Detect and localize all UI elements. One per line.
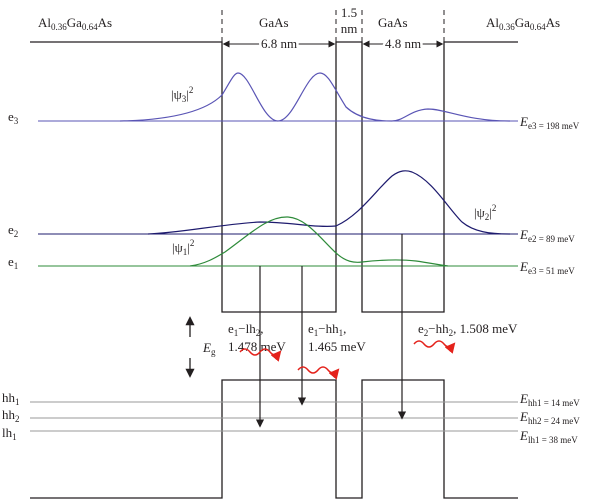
well-left-width: 6.8 nm xyxy=(261,36,297,51)
eg-label: Eg xyxy=(202,340,216,357)
psi3-label: |ψ3|2 xyxy=(171,85,193,104)
psi2-label: |ψ2|2 xyxy=(474,203,496,222)
hh1-name: hh1 xyxy=(2,390,20,407)
psi1-curve xyxy=(189,216,449,267)
hh1-energy: Ehh1 = 14 meV xyxy=(519,391,580,408)
barrier-width-unit: nm xyxy=(341,21,358,36)
e2-name: e2 xyxy=(8,222,18,239)
transition-3-label: e2−hh2, 1.508 meV xyxy=(418,321,518,338)
lh1-name: lh1 xyxy=(2,425,17,442)
region-right-well: GaAs xyxy=(378,15,408,30)
transition-2-value: 1.465 meV xyxy=(308,339,366,354)
well-right-width: 4.8 nm xyxy=(385,36,421,51)
e2-energy: Ee2 = 89 meV xyxy=(519,227,575,244)
lh1-energy: Elh1 = 38 meV xyxy=(519,428,578,445)
transition-1-value: 1.478 meV xyxy=(228,339,286,354)
emission-arrow-1 xyxy=(239,348,282,362)
hh2-energy: Ehh2 = 24 meV xyxy=(519,409,580,426)
transition-1-name: e1−lh2, xyxy=(228,321,263,338)
psi1-label: |ψ1|2 xyxy=(172,238,194,257)
region-right-barrier: Al0.36Ga0.64As xyxy=(486,15,560,32)
psi3-curve xyxy=(119,72,511,122)
e3-energy: Ee3 = 198 meV xyxy=(519,114,580,131)
region-left-barrier: Al0.36Ga0.64As xyxy=(38,15,112,32)
emission-arrow-2 xyxy=(297,366,340,380)
valence-band-edge xyxy=(30,379,518,499)
e1-name: e1 xyxy=(8,254,18,271)
barrier-width-value: 1.5 xyxy=(341,5,357,20)
region-left-well: GaAs xyxy=(259,15,289,30)
e3-name: e3 xyxy=(8,109,19,126)
e1-energy: Ee3 = 51 meV xyxy=(519,259,575,276)
transition-2-name: e1−hh1, xyxy=(308,321,346,338)
hh2-name: hh2 xyxy=(2,407,20,424)
emission-arrow-3 xyxy=(413,340,456,354)
conduction-band-edge xyxy=(30,41,518,313)
psi2-curve xyxy=(147,170,511,235)
